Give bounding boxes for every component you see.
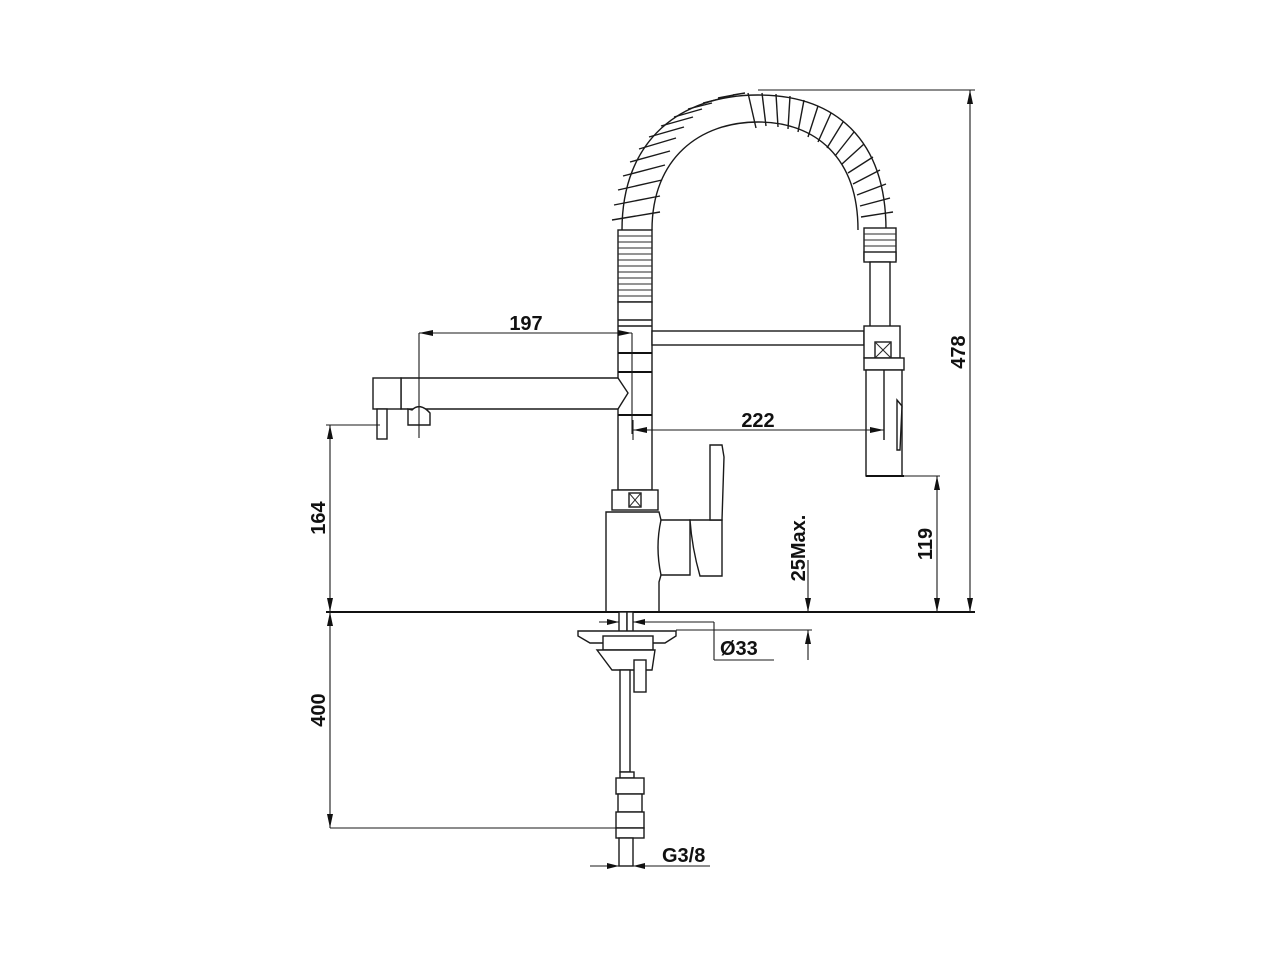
dimension-400: 400 (308, 612, 618, 829)
label-400: 400 (308, 693, 330, 726)
dimension-478: 478 (758, 89, 975, 612)
swivel-spout (372, 377, 629, 440)
valve-body (605, 489, 691, 613)
dimension-diameter-33: Ø33 (599, 619, 774, 661)
label-diameter-33: Ø33 (720, 638, 758, 660)
label-197: 197 (509, 313, 542, 335)
dimension-197: 197 (418, 313, 633, 438)
mounting-fixing (577, 611, 677, 693)
spray-head (863, 261, 905, 477)
spray-thread-sleeve (863, 227, 897, 263)
supply-hose (615, 669, 645, 867)
label-478: 478 (948, 335, 970, 368)
column-thread-sleeve (617, 229, 653, 303)
dimension-164: 164 (308, 424, 380, 612)
label-g38: G3/8 (662, 845, 705, 867)
spring-coil-hose (611, 92, 894, 231)
label-164: 164 (308, 500, 330, 534)
spray-holder-arm (651, 330, 865, 346)
lever-handle (689, 444, 725, 577)
label-25max: 25Max. (788, 515, 810, 582)
dimension-g38: G3/8 (590, 845, 710, 869)
label-222: 222 (741, 410, 774, 432)
dimension-222: 222 (632, 410, 885, 440)
dimension-119: 119 (904, 475, 940, 612)
label-119: 119 (915, 528, 937, 560)
dimension-25max: 25Max. (676, 515, 812, 660)
